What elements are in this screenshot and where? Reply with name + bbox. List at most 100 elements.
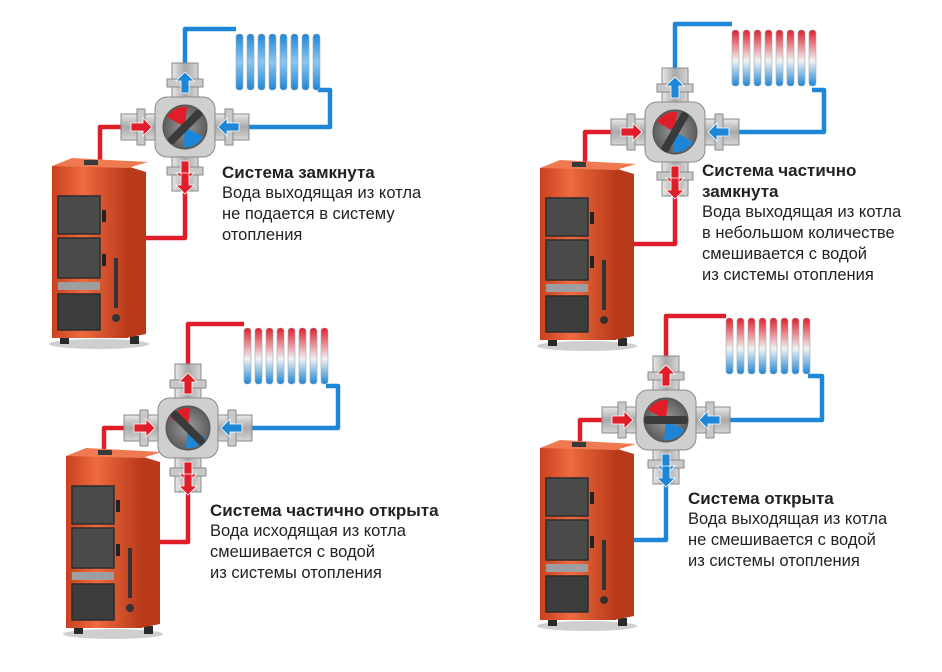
radiator <box>725 317 811 375</box>
boiler-rod <box>602 260 606 310</box>
radiator-section <box>298 327 307 385</box>
boiler-side <box>126 166 146 338</box>
caption-title-line2: замкнута <box>702 182 779 201</box>
radiator-section <box>791 317 800 375</box>
boiler-door <box>545 239 589 281</box>
caption-line: смешивается с водой <box>210 543 375 561</box>
radiator-section <box>290 33 299 91</box>
radiator-section <box>780 317 789 375</box>
radiator-section <box>320 327 329 385</box>
valve-rotor <box>661 112 689 152</box>
caption-line: из системы отопления <box>688 552 860 570</box>
boiler-leg <box>548 618 557 626</box>
radiator-section <box>287 327 296 385</box>
radiator-section <box>725 317 734 375</box>
pipe <box>628 478 669 543</box>
panel-partially-open <box>63 321 341 639</box>
flow-arrow-right <box>133 418 156 438</box>
pipe <box>577 417 606 450</box>
radiator-section <box>764 29 773 87</box>
radiator-section <box>742 29 751 87</box>
radiator-section <box>257 33 266 91</box>
panel-closed <box>49 26 333 349</box>
flow-arrow-down <box>175 160 195 183</box>
valve-cold-sector <box>183 127 203 148</box>
radiator-section <box>802 317 811 375</box>
valve-rotor <box>644 416 688 424</box>
boiler-door <box>71 485 115 525</box>
boiler-shadow <box>537 621 637 631</box>
caption-line: из системы отопления <box>210 564 382 582</box>
radiator-section <box>808 29 817 87</box>
flow-arrow-up <box>665 76 685 99</box>
caption-title: Система открыта <box>688 489 834 508</box>
caption-line: в небольшом количестве <box>702 224 895 242</box>
pipe <box>582 129 620 168</box>
boiler-handle <box>590 212 594 224</box>
panel-open <box>537 313 825 631</box>
four-way-valve <box>601 355 731 488</box>
boiler-top <box>540 440 636 450</box>
four-way-valve <box>123 363 253 496</box>
boiler-handle <box>116 500 120 512</box>
radiator-section <box>301 33 310 91</box>
boiler-leg <box>618 618 627 626</box>
boiler-handle <box>116 544 120 556</box>
radiator-section <box>312 33 321 91</box>
pipe <box>185 321 244 370</box>
caption-line: Вода выходящая из котла <box>688 510 888 528</box>
pipe <box>663 313 726 362</box>
boiler-ashpan <box>545 575 589 613</box>
boiler-rod <box>114 258 118 308</box>
flow-arrow-left <box>707 122 730 142</box>
radiator-section <box>243 327 252 385</box>
boiler-side <box>140 456 160 628</box>
boiler-flue <box>572 162 586 167</box>
boiler-shadow <box>49 339 149 349</box>
radiator-section <box>279 33 288 91</box>
caption-partially-closed: Система частично замкнута Вода выходящая… <box>702 160 901 286</box>
flow-arrow-up <box>656 364 676 387</box>
panel-partially-closed <box>537 21 827 351</box>
boiler-rod <box>602 540 606 590</box>
radiator-section <box>265 327 274 385</box>
boiler-side <box>614 448 634 620</box>
boiler-strip <box>546 284 588 292</box>
four-way-valve <box>120 62 250 195</box>
boiler-top <box>540 160 636 170</box>
radiator-section <box>235 33 244 91</box>
boiler <box>537 440 637 631</box>
radiator-section <box>268 33 277 91</box>
flow-arrow-down <box>656 453 676 476</box>
boiler-leg <box>130 336 139 344</box>
boiler-leg <box>74 626 83 634</box>
valve-hot-sector <box>648 399 668 420</box>
radiator <box>235 33 321 91</box>
radiator-section <box>769 317 778 375</box>
radiator-section <box>731 29 740 87</box>
boiler-leg <box>548 338 557 346</box>
flow-arrow-right <box>130 117 153 137</box>
boiler-door <box>545 519 589 561</box>
flow-arrow-down <box>665 165 685 188</box>
flow-arrow-down <box>656 465 676 488</box>
caption-line: Вода исходящая из котла <box>210 522 406 540</box>
boiler-side <box>614 168 634 340</box>
caption-line: Вода выходящая из котла <box>702 203 902 221</box>
boiler-top <box>52 158 148 168</box>
caption-partially-open: Система частично открыта Вода исходящая … <box>210 500 439 584</box>
caption-line: из системы отопления <box>702 266 874 284</box>
boiler-flue <box>572 442 586 447</box>
radiator <box>731 29 817 87</box>
boiler-ashpan <box>71 583 115 621</box>
caption-line: Вода выходящая из котла <box>222 184 422 202</box>
flow-arrow-up <box>175 71 195 94</box>
boiler-handle <box>590 536 594 548</box>
boiler-shadow <box>63 629 163 639</box>
boiler-ashpan <box>57 293 101 331</box>
pipe <box>101 425 130 458</box>
boiler-handle <box>102 254 106 266</box>
boiler-leg <box>60 336 69 344</box>
valve-cold-sector <box>664 420 684 441</box>
valve-hot-sector <box>167 106 187 127</box>
